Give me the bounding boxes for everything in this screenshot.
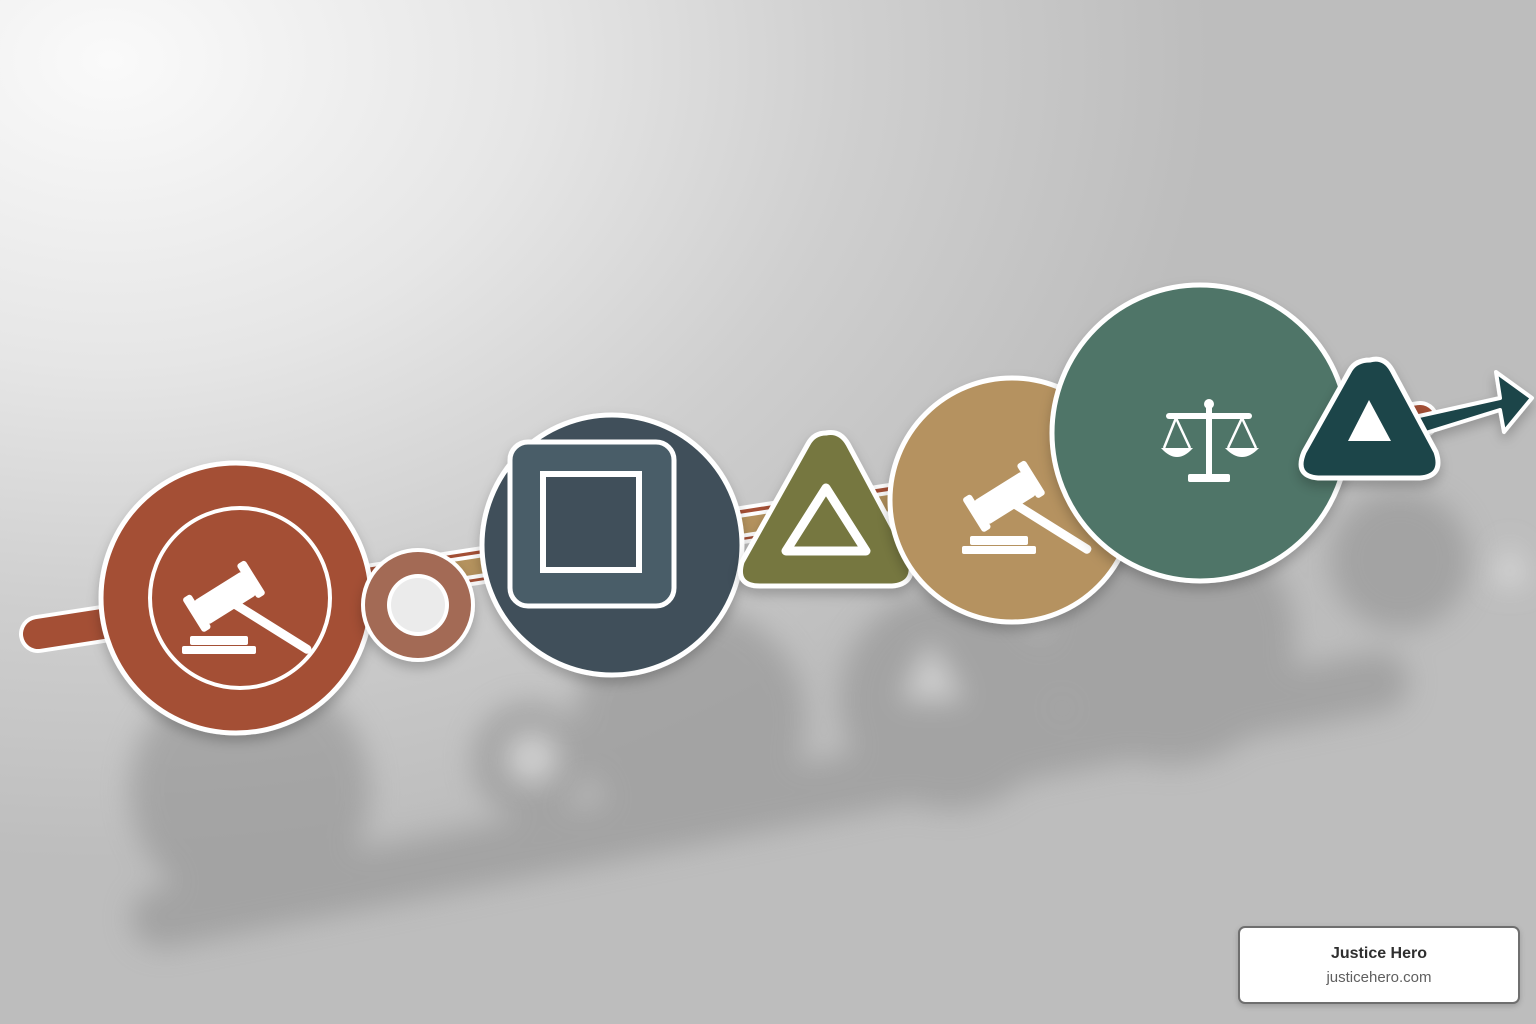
floor-shadow-highlights	[506, 540, 1530, 784]
step-3-circle	[479, 412, 745, 678]
step-4-triangle	[738, 430, 914, 589]
step-2-ring	[361, 548, 475, 662]
brand-url[interactable]: justicehero.com	[1326, 969, 1432, 986]
brand-name: Justice Hero	[1330, 945, 1428, 962]
step-6-circle	[1049, 282, 1351, 584]
scales-of-justice-icon	[1161, 399, 1259, 482]
brand-card[interactable]: Justice Hero justicehero.com	[1238, 926, 1520, 1004]
step-7-triangle	[1298, 356, 1441, 481]
arrow-icon	[1408, 370, 1534, 438]
